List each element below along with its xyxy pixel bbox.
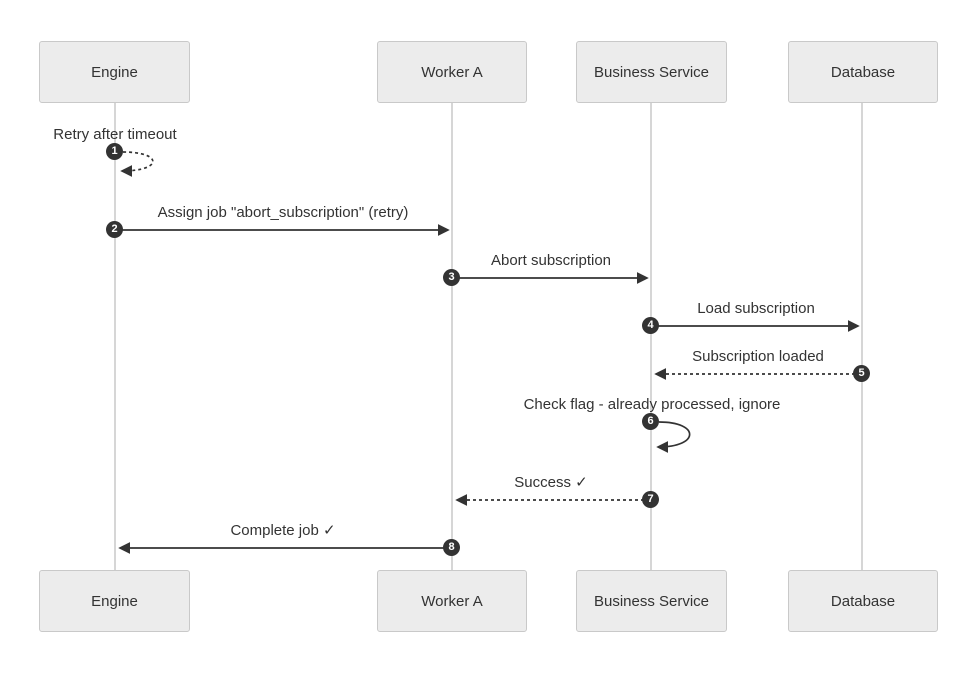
message-5-number-badge: 5 <box>853 365 870 382</box>
actor-label: Worker A <box>421 63 483 81</box>
message-2-label: Assign job "abort_subscription" (retry) <box>157 204 409 221</box>
actor-top-database: Database <box>788 41 938 103</box>
message-6-number-badge: 6 <box>642 413 659 430</box>
actor-top-business-service: Business Service <box>576 41 727 103</box>
message-3-number-badge: 3 <box>443 269 460 286</box>
message-3-label: Abort subscription <box>490 252 612 269</box>
actor-bottom-engine: Engine <box>39 570 190 632</box>
actor-label: Business Service <box>593 592 710 610</box>
message-1-number-badge: 1 <box>106 143 123 160</box>
message-1-self-loop <box>120 151 154 177</box>
message-7-number-badge: 7 <box>642 491 659 508</box>
message-6-label: Check flag - already processed, ignore <box>523 396 781 413</box>
message-2-number-badge: 2 <box>106 221 123 238</box>
actor-label: Engine <box>91 592 138 610</box>
actor-label: Engine <box>91 63 138 81</box>
message-5-label: Subscription loaded <box>692 348 824 365</box>
message-8-label: Complete job ✓ <box>230 522 336 539</box>
actor-bottom-database: Database <box>788 570 938 632</box>
actor-top-worker-a: Worker A <box>377 41 527 103</box>
message-4-label: Load subscription <box>697 300 815 317</box>
message-6-self-loop <box>656 421 691 453</box>
message-7-label: Success ✓ <box>514 474 588 491</box>
message-8-number-badge: 8 <box>443 539 460 556</box>
actor-label: Database <box>830 592 896 610</box>
actor-label: Worker A <box>421 592 483 610</box>
actor-top-engine: Engine <box>39 41 190 103</box>
actor-label: Database <box>830 63 896 81</box>
actor-bottom-business-service: Business Service <box>576 570 727 632</box>
message-1-label: Retry after timeout <box>53 126 177 143</box>
message-4-number-badge: 4 <box>642 317 659 334</box>
actor-label: Business Service <box>593 63 710 81</box>
actor-bottom-worker-a: Worker A <box>377 570 527 632</box>
